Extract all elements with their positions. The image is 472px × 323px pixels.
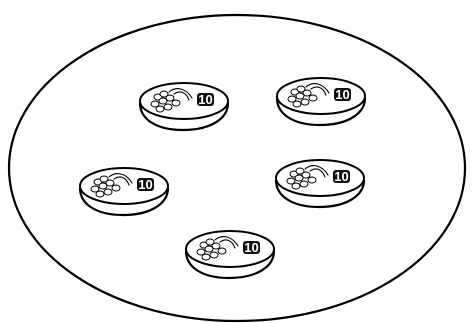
label-badge — [333, 170, 350, 183]
dish-2: 10 — [275, 77, 367, 127]
label-badge — [137, 178, 154, 191]
beans-icon — [196, 236, 239, 261]
dish-3: 10 — [78, 167, 170, 217]
dish-4: 10 — [274, 159, 366, 209]
beans-icon — [90, 173, 133, 198]
dish-label: 10 — [335, 87, 349, 102]
label-badge — [243, 241, 260, 254]
beans-icon — [150, 88, 193, 113]
dish-1: 10 — [138, 82, 230, 132]
label-badge — [334, 88, 351, 101]
beans-icon — [287, 83, 330, 108]
dish-label: 10 — [334, 169, 348, 184]
label-badge — [197, 93, 214, 106]
dish-label: 10 — [138, 177, 152, 192]
beans-icon — [286, 165, 329, 190]
dish-label: 10 — [244, 240, 258, 255]
dish-5: 10 — [184, 230, 276, 280]
dish-label: 10 — [198, 92, 212, 107]
